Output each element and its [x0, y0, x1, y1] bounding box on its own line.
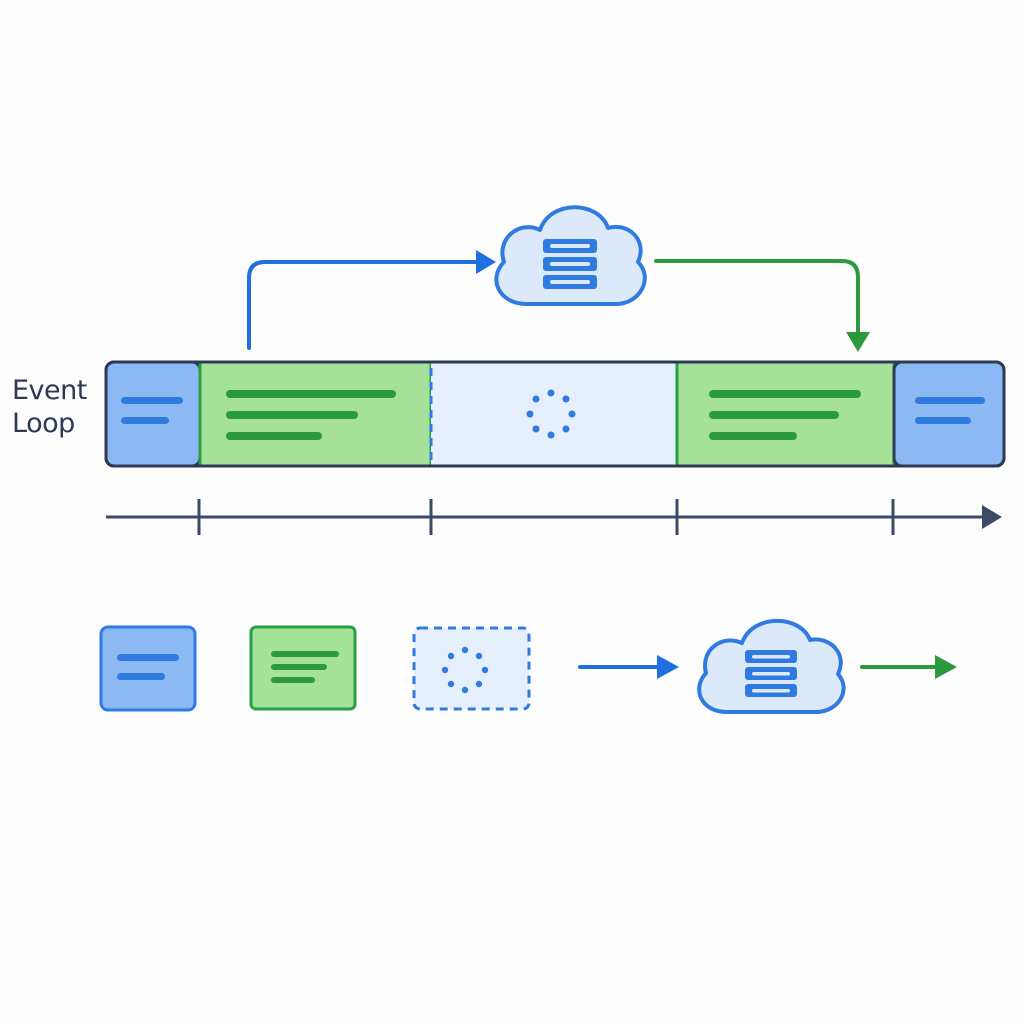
event-loop-lane — [104, 360, 1006, 468]
lane-block-blue-start — [104, 360, 202, 468]
timeline-arrowhead — [982, 505, 1002, 529]
legend-blue-block — [99, 625, 197, 712]
lane-line — [121, 417, 169, 424]
lane-block-waiting — [429, 360, 679, 468]
event-loop-label-line2: Loop — [12, 408, 75, 439]
cloud-server-icon — [494, 205, 647, 306]
lane-outline — [104, 360, 1006, 468]
event-loop-label-line1: Event — [12, 375, 87, 406]
cloud-server-icon — [697, 618, 846, 714]
lane-line — [226, 432, 322, 440]
lane-line — [226, 411, 358, 419]
lane-line — [121, 397, 183, 404]
legend-green-arrow — [860, 655, 957, 679]
loading-spinner-icon — [526, 389, 576, 439]
lane-line — [709, 411, 839, 419]
timeline-axis — [106, 499, 984, 535]
lane-line — [915, 397, 985, 404]
legend-blue-arrow — [578, 655, 679, 679]
lane-line — [226, 390, 396, 398]
legend-green-block — [249, 625, 357, 711]
response-arrow — [654, 259, 860, 337]
lane-line — [915, 417, 971, 424]
event-loop-label: Event Loop — [12, 374, 96, 440]
legend-waiting-block — [412, 626, 531, 711]
loading-spinner-icon — [441, 646, 489, 694]
lane-line — [709, 432, 797, 440]
lane-line — [709, 390, 861, 398]
lane-block-blue-end — [892, 360, 1006, 468]
response-arrowhead — [846, 332, 870, 352]
request-arrow — [247, 260, 480, 350]
request-arrowhead — [476, 250, 496, 274]
